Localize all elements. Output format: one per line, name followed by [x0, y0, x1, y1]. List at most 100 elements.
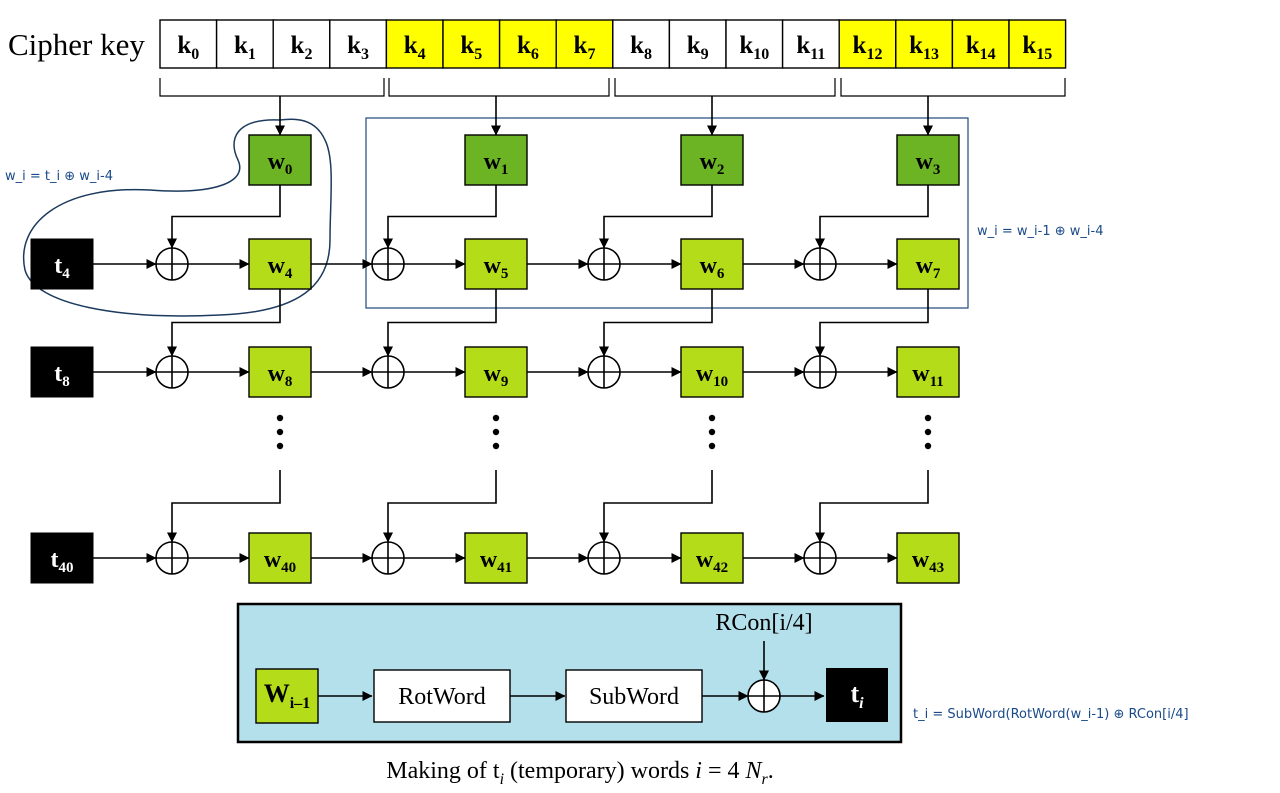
word-1-3-sub: 11 — [930, 374, 944, 390]
xor-2-0 — [155, 541, 189, 575]
word-2-1-base: w — [480, 547, 498, 573]
caption-part2: (temporary) words — [504, 758, 695, 784]
key-byte-9: k9 — [687, 32, 709, 63]
continuation-dots — [276, 414, 932, 450]
key-byte-2-base: k — [291, 32, 305, 59]
dot-1-2 — [492, 442, 500, 450]
key-byte-10-base: k — [739, 32, 753, 59]
t-output-word-base: t — [850, 679, 859, 708]
word-2-1: w41 — [480, 547, 512, 576]
word-2-2-base: w — [696, 547, 714, 573]
word-2-0: w40 — [264, 547, 296, 576]
word-box-1-2 — [680, 346, 744, 398]
key-byte-0-base: k — [177, 32, 191, 59]
dot-0-0 — [276, 414, 284, 422]
word-1-2-base: w — [696, 361, 714, 387]
caption: Making of ti (temporary) words i = 4 Nr. — [386, 758, 774, 788]
initial-word-box-0 — [248, 134, 312, 186]
xor-1-1 — [371, 355, 405, 389]
bracket-3 — [840, 78, 1066, 97]
t-word-0-sub: 4 — [62, 266, 70, 282]
first-word-formula: w_i = t_i ⊕ w_i-4 — [5, 169, 113, 184]
initial-word-3-sub: 3 — [933, 162, 941, 178]
key-byte-15-sub: 15 — [1036, 46, 1052, 63]
word-box-0-1 — [464, 238, 528, 290]
word-2-1-sub: 41 — [497, 560, 512, 576]
dot-1-0 — [492, 414, 500, 422]
key-byte-3-base: k — [347, 32, 361, 59]
feed-arrow-0-0 — [167, 185, 281, 249]
word-0-0-sub: 4 — [285, 266, 293, 282]
initial-word-1-sub: 1 — [501, 162, 509, 178]
initial-word-box-2 — [680, 134, 744, 186]
feed-arrow-1-0 — [167, 289, 281, 357]
key-byte-10-sub: 10 — [753, 46, 769, 63]
feed-arrow-2-0 — [167, 470, 281, 543]
other-word-formula: w_i = w_i-1 ⊕ w_i-4 — [977, 224, 1103, 239]
caption-var-i: i — [695, 758, 702, 784]
initial-word-1-base: w — [484, 149, 502, 175]
key-byte-cell-2 — [272, 19, 331, 69]
key-byte-8-sub: 8 — [644, 46, 652, 63]
dot-3-1 — [924, 428, 932, 436]
t-word-0: t4 — [54, 253, 70, 282]
key-byte-2-sub: 2 — [304, 46, 312, 63]
word-1-0: w8 — [268, 361, 293, 390]
initial-word-3: w3 — [916, 149, 941, 178]
subword-box — [565, 669, 703, 723]
xor-1-0 — [155, 355, 189, 389]
key-byte-cell-7 — [555, 19, 614, 69]
key-byte-7: k7 — [574, 32, 596, 63]
feed-arrow-2-3 — [815, 470, 929, 543]
xor-0-3 — [803, 247, 837, 281]
t-box-2 — [30, 532, 94, 584]
word-0-3-sub: 7 — [933, 266, 941, 282]
key-byte-5: k5 — [460, 32, 482, 63]
key-byte-8: k8 — [630, 32, 652, 63]
caption-part1: Making of t — [386, 758, 500, 784]
t-output-word-sub: i — [859, 695, 864, 712]
t-word-2-base: t — [51, 547, 59, 573]
key-byte-1-sub: 1 — [248, 46, 256, 63]
word-2-3-base: w — [912, 547, 930, 573]
word-1-1: w9 — [484, 361, 509, 390]
word-box-1-0 — [248, 346, 312, 398]
initial-word-1: w1 — [484, 149, 509, 178]
dot-3-2 — [924, 442, 932, 450]
key-byte-11-base: k — [796, 32, 810, 59]
word-1-1-sub: 9 — [501, 374, 509, 390]
key-byte-11-sub: 11 — [810, 46, 825, 63]
key-byte-4: k4 — [404, 32, 426, 63]
subword-label: SubWord — [589, 684, 679, 710]
feed-arrow-2-1 — [383, 470, 497, 543]
caption-var-n: N — [745, 758, 764, 784]
word-1-1-base: w — [484, 361, 502, 387]
xor-0-1 — [371, 247, 405, 281]
key-byte-7-base: k — [574, 32, 588, 59]
feed-arrow-0-2 — [599, 185, 713, 249]
rotword-label: RotWord — [398, 684, 485, 710]
xor-2-1 — [371, 541, 405, 575]
key-byte-6-base: k — [517, 32, 531, 59]
key-byte-cell-10 — [725, 19, 784, 69]
dot-0-2 — [276, 442, 284, 450]
key-byte-5-sub: 5 — [474, 46, 482, 63]
dot-2-0 — [708, 414, 716, 422]
bracket-1 — [388, 78, 610, 97]
initial-word-3-base: w — [916, 149, 934, 175]
caption-var-r: r — [762, 771, 769, 788]
word-0-1-sub: 5 — [501, 266, 509, 282]
word-1-2: w10 — [696, 361, 728, 390]
word-0-3: w7 — [916, 253, 941, 282]
xor-2-3 — [803, 541, 837, 575]
feed-arrow-1-1 — [383, 289, 497, 357]
word-0-1-base: w — [484, 253, 502, 279]
t-output-box — [826, 668, 888, 722]
word-0-2-sub: 6 — [717, 266, 725, 282]
word-0-1: w5 — [484, 253, 509, 282]
feed-arrow-1-3 — [815, 289, 929, 357]
dot-2-1 — [708, 428, 716, 436]
t-box-0 — [30, 238, 94, 290]
xor-1-2 — [587, 355, 621, 389]
